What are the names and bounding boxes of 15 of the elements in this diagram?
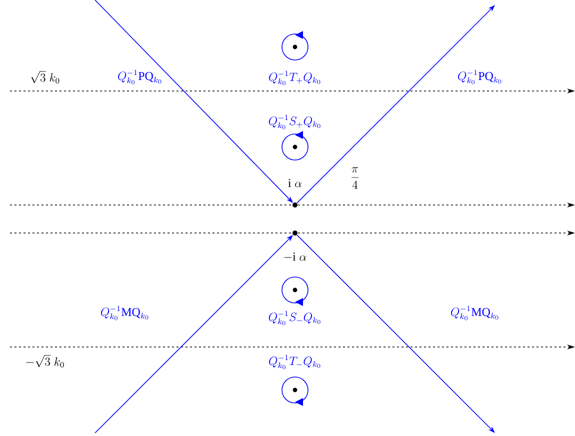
contour-arrow — [296, 5, 495, 204]
math-label: $\sqrt{3}\;k_0$ — [30, 71, 60, 84]
math-label: $Q_{k_0}^{-1}\mathrm{PQ}_{k_0}$ — [458, 70, 502, 84]
math-label: $\frac{\pi}{4}$ — [351, 167, 359, 189]
math-label: $-\sqrt{3}\;k_0$ — [26, 355, 64, 368]
math-label: $Q_{k_0}^{-1}\mathrm{PQ}_{k_0}$ — [118, 70, 162, 84]
math-label: $Q_{k_0}^{-1}S_-Q_{k_0}$ — [268, 310, 320, 326]
math-label: $Q_{k_0}^{-1}\mathrm{MQ}_{k_0}$ — [451, 306, 498, 320]
math-label: $Q_{k_0}^{-1}S_+Q_{k_0}$ — [268, 114, 320, 130]
math-label: $Q_{k_0}^{-1}T_+Q_{k_0}$ — [269, 70, 320, 86]
contour-arrow — [296, 234, 495, 433]
point-label: $-\mathrm{i}\;\alpha$ — [284, 252, 306, 261]
point-label: $\mathrm{i}\;\alpha$ — [288, 179, 302, 188]
math-label: $Q_{k_0}^{-1}\mathrm{MQ}_{k_0}$ — [101, 306, 148, 320]
math-label: $Q_{k_0}^{-1}T_-Q_{k_0}$ — [269, 354, 320, 370]
